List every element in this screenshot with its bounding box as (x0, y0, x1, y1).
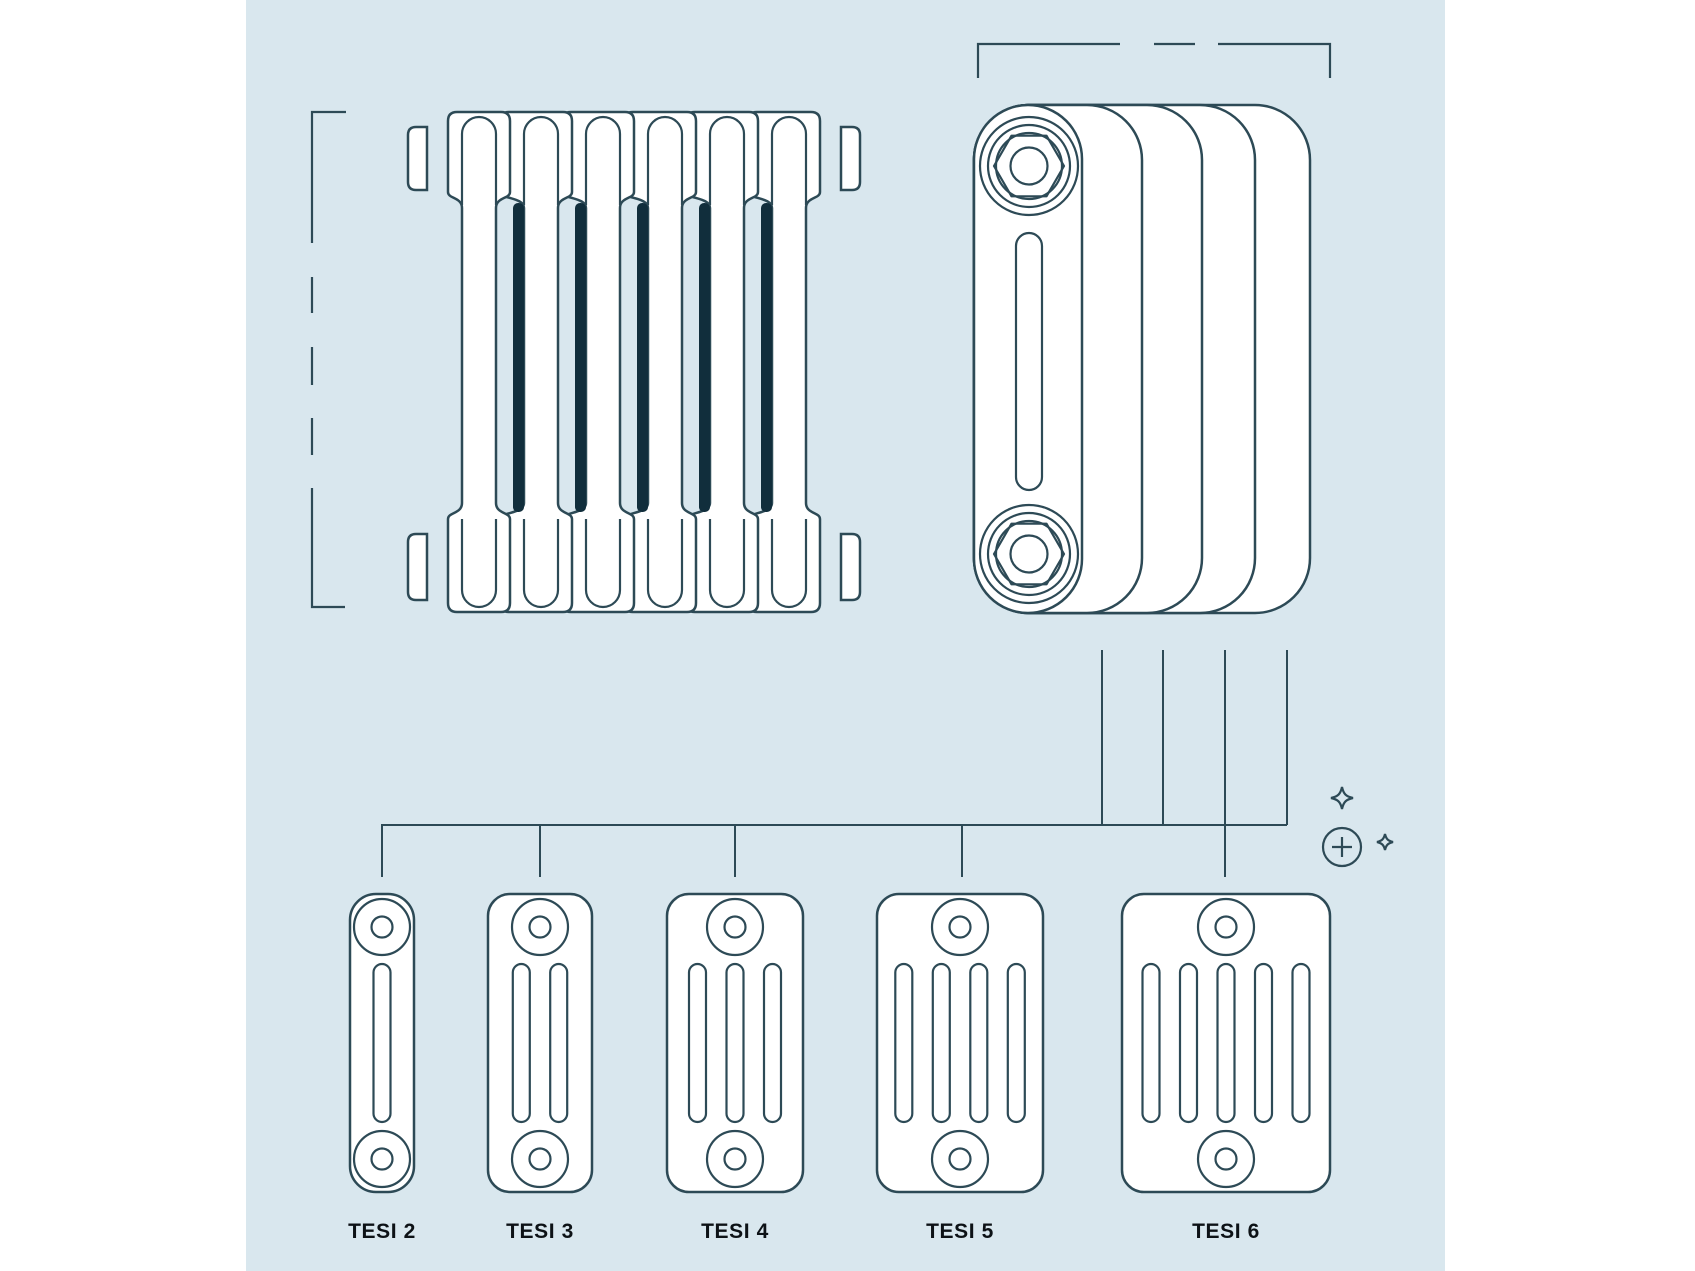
radiator-section (446, 110, 512, 614)
model-connector-lines (381, 650, 1288, 877)
wall-tab-left-top (406, 125, 429, 192)
port-bottom (1196, 1129, 1256, 1189)
column-slot (687, 962, 708, 1124)
model-label-tesi-2: TESI 2 (348, 1220, 416, 1243)
model-body (665, 892, 805, 1194)
column-slot (511, 962, 531, 1124)
model-body (486, 892, 594, 1194)
column-slot (1178, 962, 1199, 1124)
port-bottom (510, 1129, 570, 1189)
column-slot (725, 962, 745, 1124)
port-top-hole (528, 915, 552, 939)
wall-tab-right-top (839, 125, 862, 192)
tesi-5-radiator (875, 892, 1045, 1194)
port-bottom-hole (528, 1147, 552, 1171)
tesi-2-radiator (348, 892, 416, 1194)
model-label-tesi-4: TESI 4 (701, 1220, 769, 1243)
column-slot (931, 962, 951, 1124)
wall-tab-right-bottom (839, 532, 862, 602)
model-label-tesi-3: TESI 3 (506, 1220, 574, 1243)
section-tube-cap (522, 519, 560, 609)
wall-tab-left-bottom (406, 532, 429, 602)
depth-dimension-bracket (976, 42, 1332, 78)
port-top (510, 897, 570, 957)
model-body (348, 892, 416, 1194)
sparkle-icon (1376, 833, 1394, 851)
port-top (930, 897, 990, 957)
column-slot (1291, 962, 1311, 1124)
port-bottom (930, 1129, 990, 1189)
model-label-tesi-5: TESI 5 (926, 1220, 994, 1243)
side-view-groove (1014, 231, 1044, 492)
section-tube-cap (770, 519, 808, 609)
port-top-hole (1214, 915, 1238, 939)
sparkle-icon (1330, 786, 1354, 810)
section-tube-cap (646, 115, 684, 205)
port-top-hole (723, 915, 747, 939)
plus-circle-icon (1321, 826, 1363, 868)
column-slot (894, 962, 914, 1124)
section-tube-cap (460, 115, 498, 205)
port-bottom (705, 1129, 765, 1189)
section-tube-cap (770, 115, 808, 205)
tesi-4-radiator (665, 892, 805, 1194)
port-top (705, 897, 765, 957)
section-tube-cap (708, 115, 746, 205)
port-bottom-hole (723, 1147, 747, 1171)
tesi-3-radiator (486, 892, 594, 1194)
section-tube-cap (708, 519, 746, 609)
port-top (1196, 897, 1256, 957)
radiator-side-view (972, 103, 1312, 615)
port-bottom-hole (948, 1147, 972, 1171)
port-bottom-hole (1214, 1147, 1238, 1171)
model-body (1120, 892, 1332, 1194)
pipe-fitting-nut-top (978, 115, 1080, 217)
depth-layer-front (972, 103, 1084, 615)
section-tube-cap (584, 115, 622, 205)
column-slot (372, 962, 392, 1124)
port-top-hole (948, 915, 972, 939)
column-slot (762, 962, 783, 1124)
model-body (875, 892, 1045, 1194)
pipe-fitting-nut-bottom (978, 503, 1080, 605)
column-slot (1006, 962, 1026, 1124)
section-tube-cap (584, 519, 622, 609)
radiator-front-view (406, 110, 862, 614)
column-slot (1141, 962, 1161, 1124)
height-dimension-bracket (310, 110, 346, 609)
model-label-tesi-6: TESI 6 (1192, 1220, 1260, 1243)
tesi-6-radiator (1120, 892, 1332, 1194)
front-view-dark-slots (513, 203, 772, 512)
port-top (352, 897, 412, 957)
section-tube-cap (522, 115, 560, 205)
column-slot (1216, 962, 1236, 1124)
column-slot (969, 962, 989, 1124)
decorative-icons (1321, 786, 1394, 868)
section-tube-cap (646, 519, 684, 609)
port-bottom (352, 1129, 412, 1189)
column-slot (549, 962, 569, 1124)
port-top-hole (370, 915, 394, 939)
column-slot (1253, 962, 1274, 1124)
port-bottom-hole (370, 1147, 394, 1171)
section-tube-cap (460, 519, 498, 609)
